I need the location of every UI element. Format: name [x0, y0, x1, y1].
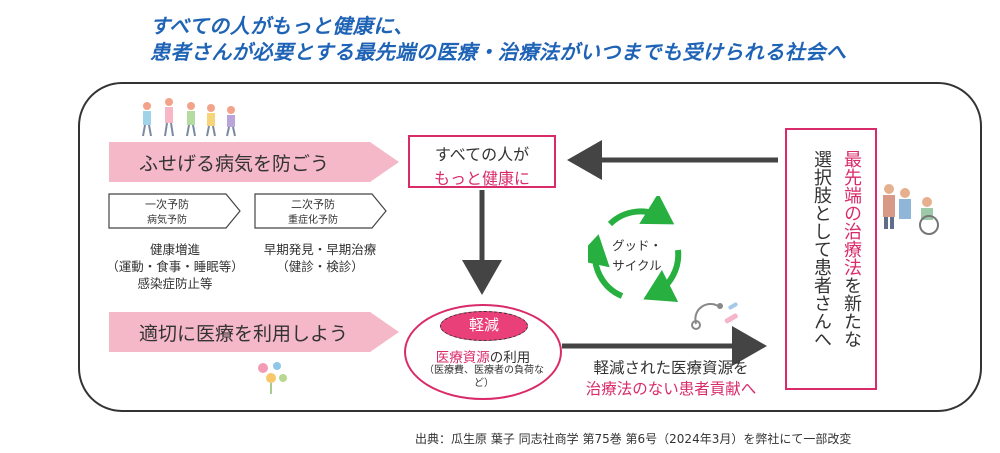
reduce-pill: 軽減 — [440, 311, 528, 341]
reduced-resources-line-2: 治療法のない患者貢献へ — [585, 380, 757, 398]
primary-prevention-sub: 病気予防 — [147, 215, 187, 226]
medical-resource-term: 医療資源 — [435, 350, 490, 366]
secondary-prevention-sub: 重症化予防 — [288, 215, 338, 226]
secondary-prevention-description: 早期発見・早期治療 （健診・検診） — [250, 241, 390, 275]
secondary-prevention-stage: 二次予防 重症化予防 — [254, 193, 388, 229]
cutting-edge-suffix: を新たな — [841, 276, 862, 348]
good-cycle-line-2: サイクル — [612, 258, 662, 273]
good-cycle-label: グッド・ サイクル — [600, 236, 674, 276]
elderly-wheelchair-illustration — [883, 184, 939, 235]
headline-line-1: すべての人がもっと健康に、 — [150, 14, 414, 38]
prevent-disease-bar: ふせげる病気を防ごう — [109, 142, 399, 182]
flowers-illustration — [258, 362, 287, 394]
prevent-disease-label: ふせげる病気を防ごう — [139, 152, 330, 175]
cutting-edge-column-1: 最先端の治療法を新たな — [841, 150, 862, 348]
primary-desc-line: 感染症防止等 — [137, 276, 213, 291]
good-cycle-arrows — [588, 196, 682, 302]
everyone-healthier-box: すべての人が もっと健康に — [408, 135, 556, 188]
primary-prevention-title: 一次予防 — [145, 198, 189, 211]
appropriate-medical-use-label: 適切に医療を利用しよう — [139, 322, 349, 345]
medical-resource-suffix: の利用 — [489, 350, 531, 366]
diagram-frame — [78, 82, 982, 412]
cutting-edge-treatment-term: 最先端の治療法 — [841, 150, 862, 276]
stethoscope-illustration — [691, 302, 738, 330]
primary-prevention-stage: 一次予防 病気予防 — [108, 193, 242, 229]
reduced-resources-text: 軽減された医療資源を 治療法のない患者貢献へ — [560, 358, 782, 400]
headline-line-2: 患者さんが必要とする最先端の医療・治療法がいつまでも受けられる社会へ — [150, 40, 847, 64]
appropriate-medical-use-bar: 適切に医療を利用しよう — [109, 312, 399, 352]
secondary-prevention-title: 二次予防 — [291, 198, 335, 211]
everyone-line-2: もっと健康に — [433, 169, 530, 188]
reduce-resources-ellipse: 軽減 医療資源の利用 （医療費、医療者の負荷など） — [404, 304, 562, 400]
cycle-arc-right — [643, 249, 682, 302]
medical-resource-use: 医療資源の利用 — [406, 346, 560, 366]
primary-prevention-description: 健康増進 （運動・食事・睡眠等） 感染症防止等 — [105, 241, 245, 292]
reduced-resources-line-1: 軽減された医療資源を — [593, 359, 749, 377]
cycle-arc-top — [607, 196, 675, 227]
primary-desc-line: 健康増進 — [149, 242, 200, 257]
medical-resource-note: （医療費、医療者の負荷など） — [424, 365, 544, 389]
cycle-arc-left — [588, 234, 624, 299]
people-exercising-illustration — [142, 98, 236, 137]
source-citation: 出典：瓜生原 葉子 同志社商学 第75巻 第6号（2024年3月）を弊社にて一部… — [415, 432, 852, 446]
cutting-edge-column-2: 選択肢として患者さんへ — [811, 150, 832, 348]
everyone-line-1: すべての人が — [434, 145, 530, 164]
good-cycle-line-1: グッド・ — [611, 238, 662, 253]
secondary-desc-line: 早期発見・早期治療 — [263, 242, 377, 257]
primary-desc-line: （運動・食事・睡眠等） — [106, 259, 244, 274]
cutting-edge-treatment-box: 最先端の治療法を新たな 選択肢として患者さんへ — [785, 128, 877, 390]
secondary-desc-line: （健診・検診） — [276, 259, 364, 274]
